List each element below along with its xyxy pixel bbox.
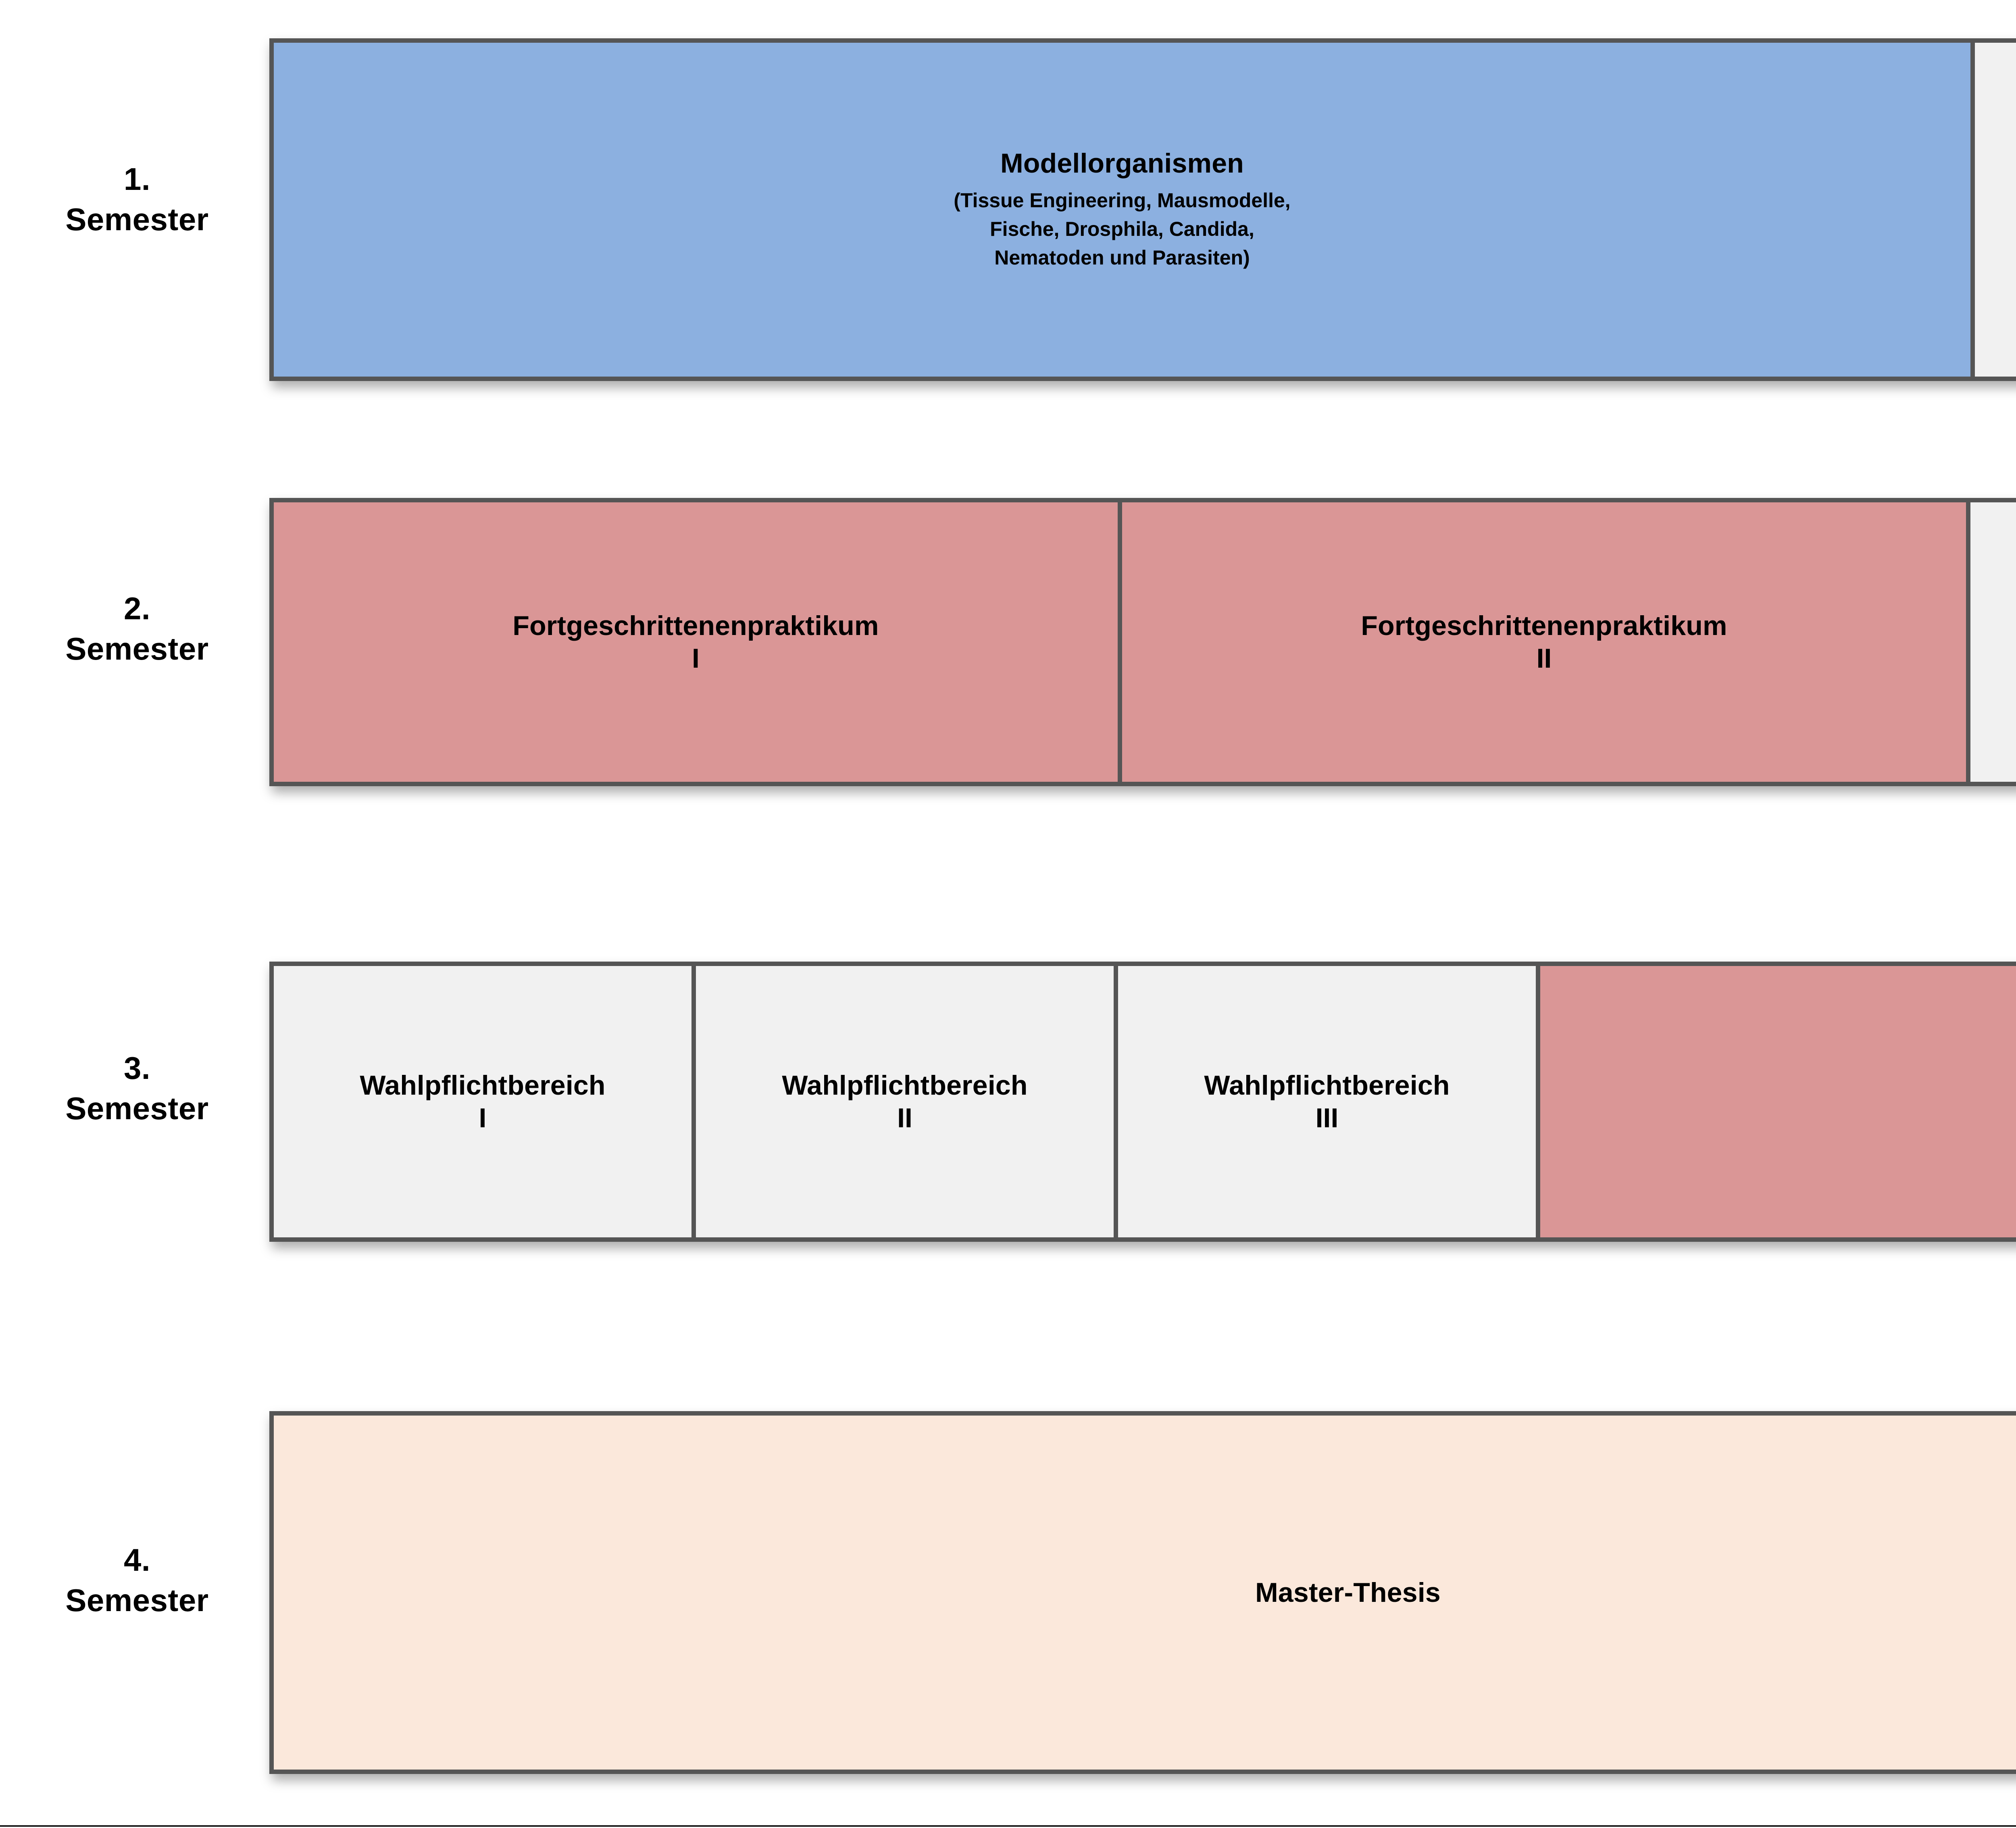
module-title: Fortgeschrittenenpraktikum <box>1361 610 1727 641</box>
semester-1-modules: Modellorganismen (Tissue Engineering, Ma… <box>269 38 2016 381</box>
semester-4-modules: Master-Thesis Kolloquium <box>269 1411 2016 1774</box>
module-title: Wahlpflichtbereich <box>1204 1070 1450 1101</box>
module-title: Wahlpflichtbereich <box>782 1070 1028 1101</box>
semester-number-2: 2. <box>123 591 151 626</box>
module-box-wahlpflichtbereich-3-ii[interactable]: Wahlpflichtbereich II <box>691 962 1118 1242</box>
module-box-wahlpflichtbereich-3-i[interactable]: Wahlpflichtbereich I <box>269 962 696 1242</box>
module-box-fortgeschrittenenpraktikum-i[interactable]: Fortgeschrittenenpraktikum I <box>269 498 1122 786</box>
semester-word-3: Semester <box>65 1090 209 1126</box>
module-subtitle: (Tissue Engineering, Mausmodelle, Fische… <box>954 189 1291 269</box>
module-title: Fortgeschrittenenpraktikum <box>512 610 879 641</box>
module-title: Master-Thesis <box>1255 1577 1441 1608</box>
module-box-wahlpflichbereich-1-i[interactable]: Wahlpflichbereich I <box>1970 38 2016 381</box>
module-box-fortgeschrittenenpraktikum-ii[interactable]: Fortgeschrittenenpraktikum II <box>1118 498 1970 786</box>
semester-2-modules: Fortgeschrittenenpraktikum I Fortgeschri… <box>269 498 2016 786</box>
module-roman: I <box>479 1102 487 1133</box>
semester-number-3: 3. <box>123 1050 151 1086</box>
page-bottom-rule <box>0 1825 2016 1827</box>
semester-word-2: Semester <box>65 631 209 666</box>
module-roman: II <box>1536 643 1552 674</box>
semester-number-1: 1. <box>123 161 151 197</box>
module-box-modellorganismen[interactable]: Modellorganismen (Tissue Engineering, Ma… <box>269 38 1975 381</box>
semester-word-1: Semester <box>65 201 209 237</box>
semester-label-4: 4. Semester <box>24 1540 250 1621</box>
module-box-master-thesis[interactable]: Master-Thesis <box>269 1411 2016 1774</box>
module-roman: III <box>1315 1102 1339 1133</box>
semester-3-modules: Wahlpflichtbereich I Wahlpflichtbereich … <box>269 962 2016 1242</box>
semester-word-4: Semester <box>65 1582 209 1618</box>
module-box-wahlpflichtbereich-3-iii[interactable]: Wahlpflichtbereich III <box>1114 962 1540 1242</box>
module-title: Wahlpflichtbereich <box>360 1070 606 1101</box>
module-roman: I <box>692 643 700 674</box>
semester-label-3: 3. Semester <box>24 1048 250 1129</box>
semester-label-2: 2. Semester <box>24 589 250 669</box>
semester-label-1: 1. Semester <box>24 159 250 240</box>
module-box-forschungspraktikum[interactable]: Forschungspraktikum: Projektarbeit <box>1536 962 2016 1242</box>
module-box-wahlpflichtbereich-2-i[interactable]: Wahlpflichtbereich I <box>1966 498 2016 786</box>
module-title: Modellorganismen <box>1000 148 1244 179</box>
semester-number-4: 4. <box>123 1542 151 1578</box>
module-roman: II <box>897 1102 912 1133</box>
